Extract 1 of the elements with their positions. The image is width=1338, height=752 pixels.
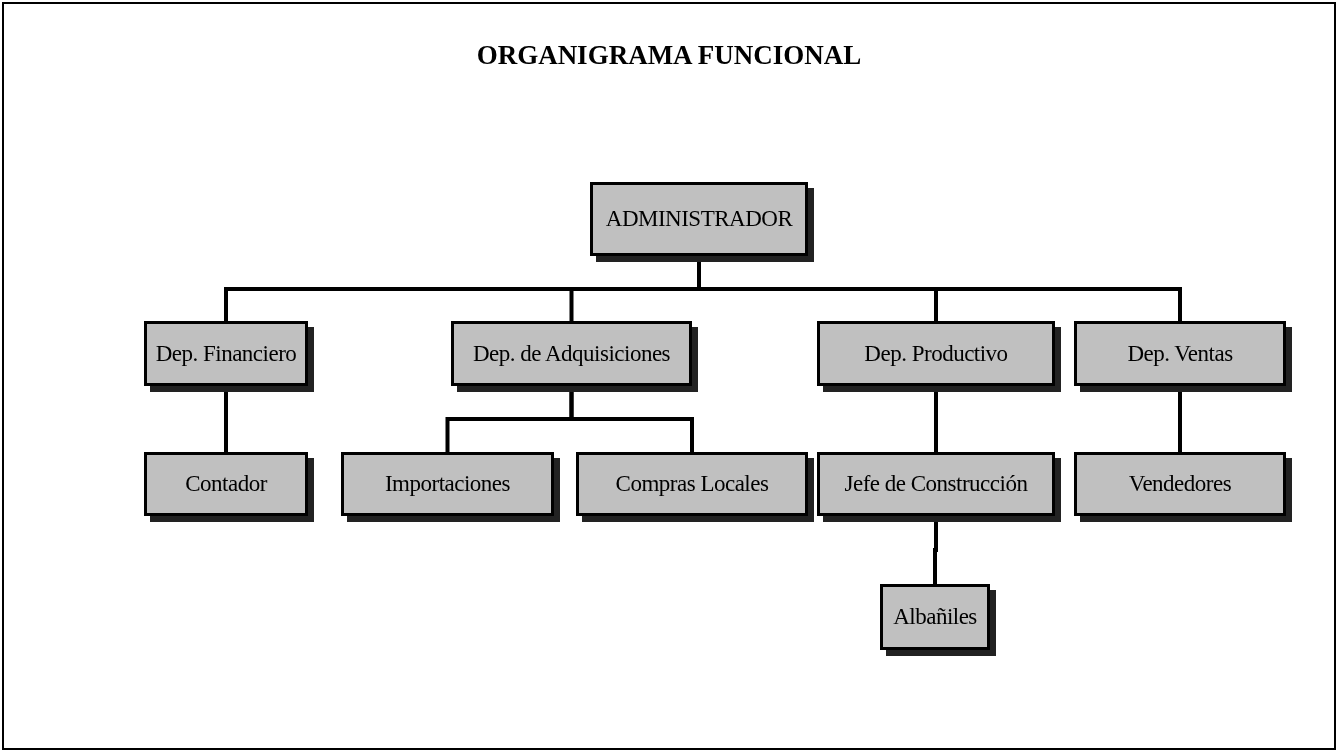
chart-title: ORGANIGRAMA FUNCIONAL (475, 40, 863, 71)
